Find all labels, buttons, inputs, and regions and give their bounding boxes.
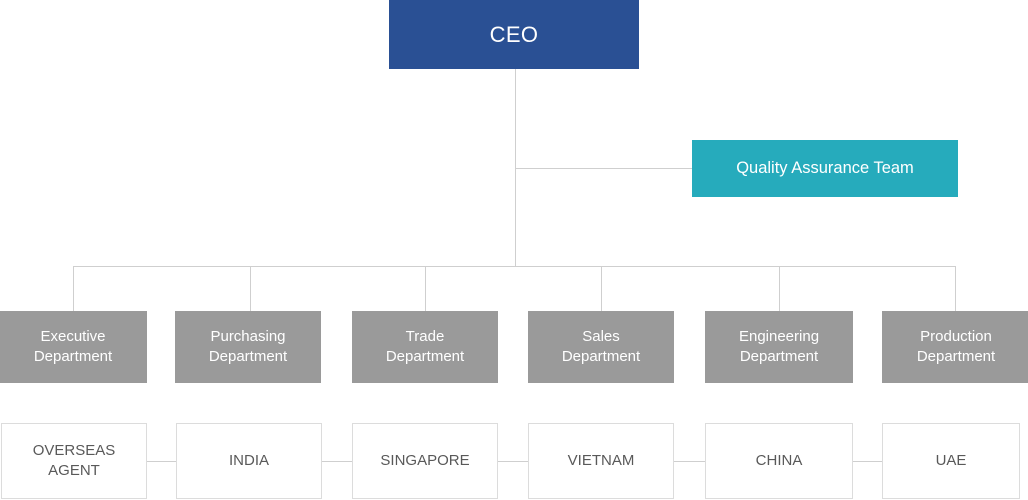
connector-drop-purchasing <box>250 266 251 312</box>
connector-drop-executive <box>73 266 74 312</box>
node-engineering-department[interactable]: Engineering Department <box>705 311 853 383</box>
node-ceo[interactable]: CEO <box>389 0 639 69</box>
connector-drop-trade <box>425 266 426 312</box>
node-sales-department[interactable]: Sales Department <box>528 311 674 383</box>
node-trade-department[interactable]: Trade Department <box>352 311 498 383</box>
node-india[interactable]: INDIA <box>176 423 322 499</box>
node-singapore[interactable]: SINGAPORE <box>352 423 498 499</box>
connector-region-link-3 <box>498 461 529 462</box>
connector-drop-engineering <box>779 266 780 312</box>
node-quality-assurance-team[interactable]: Quality Assurance Team <box>692 140 958 197</box>
connector-department-bus <box>73 266 956 267</box>
node-china[interactable]: CHINA <box>705 423 853 499</box>
node-vietnam[interactable]: VIETNAM <box>528 423 674 499</box>
connector-ceo-to-qa <box>515 168 693 169</box>
node-executive-department[interactable]: Executive Department <box>0 311 147 383</box>
connector-region-link-1 <box>146 461 178 462</box>
connector-region-link-2 <box>322 461 353 462</box>
connector-region-link-5 <box>853 461 882 462</box>
node-overseas-agent[interactable]: OVERSEAS AGENT <box>1 423 147 499</box>
connector-drop-production <box>955 266 956 312</box>
node-production-department[interactable]: Production Department <box>882 311 1028 383</box>
node-uae[interactable]: UAE <box>882 423 1020 499</box>
node-purchasing-department[interactable]: Purchasing Department <box>175 311 321 383</box>
connector-region-link-4 <box>674 461 705 462</box>
connector-drop-sales <box>601 266 602 312</box>
